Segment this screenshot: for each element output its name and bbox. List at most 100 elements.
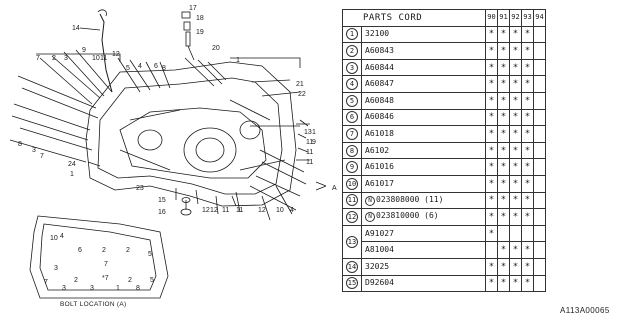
detail-callout: 2 [128,277,132,284]
item-number-circle: 2 [346,44,358,57]
item-number: 2 [342,42,362,60]
year-mark [485,241,498,259]
part-code-text: A91027 [365,228,394,238]
year-mark: * [521,42,534,60]
year-mark: * [497,158,510,176]
year-mark: * [521,241,534,259]
part-code: A61016 [361,158,486,176]
year-mark [533,75,546,93]
callout-number: 11 [306,149,313,156]
year-mark [533,58,546,77]
year-header: 90 [485,9,498,27]
callout-number: 16 [158,209,166,216]
year-mark [521,224,534,243]
item-number: 15 [342,274,362,293]
detail-callout: 3 [62,285,66,292]
detail-callout: 1 [116,285,120,292]
year-mark: * [497,208,510,226]
callout-number: 17 [189,5,197,12]
callout-number: 11 [306,139,313,146]
callout-number: 9 [82,47,86,54]
item-number: 10 [342,174,362,193]
year-mark: * [485,75,498,93]
year-mark: * [509,25,522,44]
year-mark: * [509,91,522,110]
prefix-circle: N [365,212,375,223]
year-mark: * [509,257,522,276]
part-code: A60844 [361,58,486,77]
year-mark: * [485,158,498,176]
year-mark: * [497,257,510,276]
item-number: 9 [342,158,362,176]
callout-number: 11 [306,159,313,166]
detail-a-arrow [315,181,327,191]
figure-code: A113A00065 [560,306,610,315]
item-number-circle: 6 [346,111,358,124]
year-mark: * [485,58,498,77]
transmission-case-outline [9,9,310,221]
callout-number: 8 [18,141,22,148]
callout-number: 11 [236,207,243,214]
callout-number: 24 [68,161,76,168]
year-mark: * [509,108,522,127]
callout-number: 2 [52,55,56,62]
year-mark: * [485,125,498,143]
year-mark: * [509,141,522,160]
year-mark [533,42,546,60]
item-number: 11 [342,191,362,210]
detail-callout: 5 [150,277,154,284]
year-mark: * [497,91,510,110]
year-mark: * [509,191,522,210]
year-mark [533,257,546,276]
item-number-circle: 4 [346,78,358,91]
item-number-circle: 5 [346,94,358,107]
year-mark: * [497,241,510,259]
callout-number: 15 [158,197,166,204]
year-mark [533,191,546,210]
part-code-text: A61018 [365,128,394,138]
part-code-text: 32100 [365,29,390,39]
part-code-text: A60843 [365,45,394,55]
year-mark: * [497,191,510,210]
part-code: D92604 [361,274,486,293]
year-mark: * [509,125,522,143]
year-mark: * [509,58,522,77]
callout-number: 21 [296,81,304,88]
year-mark: * [485,91,498,110]
item-number: 12 [342,208,362,226]
year-mark: * [521,58,534,77]
year-mark: * [521,108,534,127]
year-mark: * [497,174,510,193]
year-mark: * [497,75,510,93]
callout-number: 6 [154,63,158,70]
year-mark [533,174,546,193]
item-number-circle: 11 [346,194,358,207]
callout-number: 1 [236,57,240,64]
detail-callout: 5 [148,251,152,258]
parts-cord-header: PARTS CORD [342,9,486,27]
year-mark [533,224,546,243]
item-number: 8 [342,141,362,160]
detail-callout: 4 [60,233,64,240]
year-mark: * [521,257,534,276]
callout-number: 9 [312,139,316,146]
item-number: 13 [342,224,362,259]
item-number-circle: 1 [346,28,358,41]
callout-number: 12 [202,207,210,214]
callout-number: 10 [276,207,284,214]
detail-callout: 3 [54,265,58,272]
item-number: 14 [342,257,362,276]
part-code-text: 023810000 (6) [376,211,439,221]
